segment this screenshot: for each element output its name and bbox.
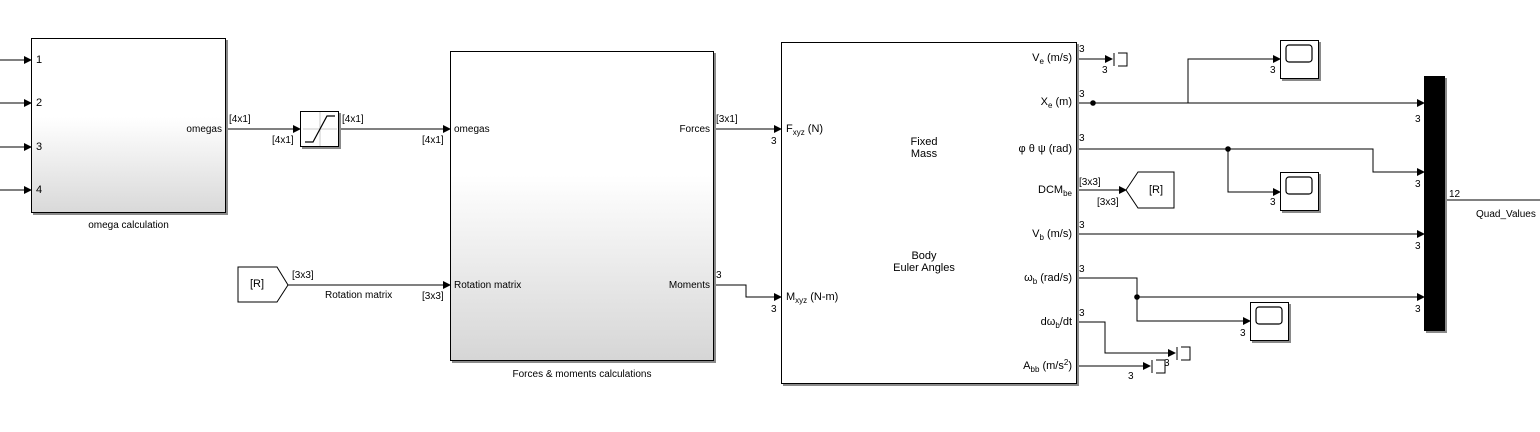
omega-block-name: omega calculation: [88, 220, 169, 231]
terminator-ve-dim: 3: [1102, 65, 1108, 76]
wire-euler-to-scope: [1227, 149, 1281, 196]
goto-tag-label: [R]: [1148, 184, 1164, 196]
wire-wb-to-mux: [1077, 277, 1425, 301]
forces-in-omegas-dim: [4x1]: [422, 135, 444, 146]
sixdof-in-moment-port: Mxyz (N-m): [786, 291, 839, 305]
sixdof-in-force-dim: 3: [771, 136, 777, 147]
sixdof-in-force-port: Fxyz (N): [786, 123, 824, 137]
sixdof-icon-text-body: Body: [911, 250, 937, 262]
terminator-dwb-dim: 3: [1164, 358, 1170, 369]
omega-in-port-2: 2: [36, 97, 43, 109]
omega-calculation-block[interactable]: [31, 38, 226, 213]
from-tag-label: [R]: [249, 278, 265, 290]
mux-in-dim-4: 3: [1415, 304, 1421, 315]
saturation-in-dim: [4x1]: [229, 114, 251, 125]
branch-point-euler: [1225, 146, 1231, 152]
goto-tag-shape[interactable]: [1125, 171, 1175, 209]
sixdof-out-abb-port: Abb (m/s2): [1023, 358, 1072, 374]
goto-tag-dim-top: [3x3]: [1079, 177, 1101, 188]
wire-xe-to-scope: [1093, 55, 1281, 104]
terminator-abb: [1151, 359, 1166, 374]
sixdof-out-wb-port: ωb (rad/s): [1024, 272, 1072, 286]
scope-euler[interactable]: [1280, 172, 1319, 211]
inport-wires: [0, 56, 32, 194]
wire-moments-to-6dof: [714, 284, 782, 301]
branch-point-wb: [1134, 294, 1140, 300]
scope-wb-dim: 3: [1240, 328, 1246, 339]
forces-block-name: Forces & moments calculations: [512, 369, 652, 380]
rotation-matrix-signal-name: Rotation matrix: [325, 290, 393, 301]
forces-out-moments-dim: 3: [716, 270, 722, 281]
mux-block[interactable]: [1424, 76, 1445, 331]
mux-in-dim-3: 3: [1415, 241, 1421, 252]
wire-euler-to-mux: [1077, 148, 1425, 176]
sixdof-block[interactable]: [781, 42, 1077, 384]
sixdof-out-wb-dim: 3: [1079, 264, 1085, 275]
sixdof-out-ve-dim: 3: [1079, 44, 1085, 55]
mux-in-dim-2: 3: [1415, 179, 1421, 190]
from-tag-dim: [3x3]: [292, 270, 314, 281]
terminator-dwb: [1176, 346, 1191, 361]
sixdof-out-euler-port: φ θ ψ (rad): [1018, 143, 1073, 155]
sixdof-in-moment-dim: 3: [771, 304, 777, 315]
scope-xe-dim: 3: [1270, 65, 1276, 76]
mux-out-signal-name: Quad_Values: [1476, 209, 1536, 220]
omega-in-port-3: 3: [36, 141, 43, 153]
forces-in-rotation-port: Rotation matrix: [454, 280, 522, 291]
forces-out-forces-dim: [3x1]: [716, 114, 738, 125]
scope-wb[interactable]: [1250, 302, 1289, 341]
sixdof-out-vb-port: Vb (m/s): [1032, 228, 1072, 242]
omega-out-port-label: omegas: [186, 124, 222, 135]
sixdof-out-dcm-port: DCMbe: [1038, 184, 1072, 198]
forces-in-omegas-port: omegas: [454, 124, 490, 135]
mux-out-dim: 12: [1449, 189, 1461, 200]
forces-out-forces-port: Forces: [679, 124, 710, 135]
forces-in-rotation-dim: [3x3]: [422, 291, 444, 302]
omega-in-port-4: 4: [36, 184, 43, 196]
sixdof-out-vb-dim: 3: [1079, 220, 1085, 231]
wire-wb-to-scope: [1136, 297, 1251, 325]
sixdof-icon-text-mass: Mass: [910, 148, 938, 160]
terminator-ve: [1113, 52, 1128, 67]
omega-in-port-1: 1: [36, 54, 43, 66]
sixdof-out-euler-dim: 3: [1079, 133, 1085, 144]
sixdof-out-ve-port: Ve (m/s): [1032, 52, 1072, 66]
saturation-in-dim-below: [4x1]: [272, 135, 294, 146]
sixdof-out-xe-dim: 3: [1079, 89, 1085, 100]
sixdof-icon-text-fixed: Fixed: [910, 136, 938, 148]
branch-point-xe: [1090, 100, 1096, 106]
terminator-abb-dim: 3: [1128, 371, 1134, 382]
saturation-out-dim: [4x1]: [342, 114, 364, 125]
sixdof-out-dwb-port: dωb/dt: [1040, 316, 1072, 330]
scope-xe[interactable]: [1280, 40, 1319, 79]
from-tag-shape[interactable]: [237, 266, 289, 303]
wire-dwb-to-term: [1077, 321, 1176, 357]
sixdof-out-xe-port: Xe (m): [1040, 96, 1072, 110]
forces-out-moments-port: Moments: [668, 280, 710, 291]
sixdof-icon-text-euler: Euler Angles: [893, 262, 955, 274]
goto-tag-dim-bottom: [3x3]: [1097, 197, 1119, 208]
mux-in-dim-1: 3: [1415, 114, 1421, 125]
saturation-icon: [303, 112, 337, 146]
signal-wires: [226, 55, 1540, 370]
sixdof-out-dwb-dim: 3: [1079, 308, 1085, 319]
saturation-block[interactable]: [300, 111, 339, 147]
scope-icons: [1255, 44, 1313, 325]
terminator-blocks: [1113, 52, 1191, 374]
forces-moments-block[interactable]: [450, 51, 714, 361]
scope-euler-dim: 3: [1270, 197, 1276, 208]
